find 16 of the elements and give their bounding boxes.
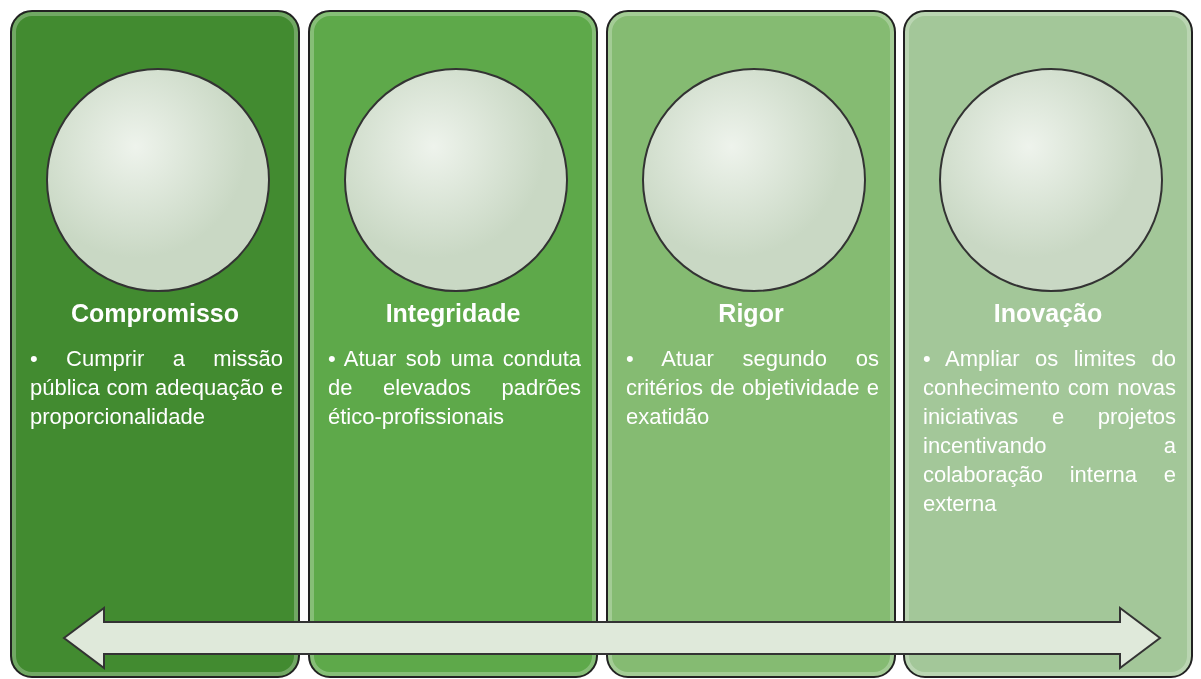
value-panel <box>10 10 300 678</box>
value-panel <box>308 10 598 678</box>
value-panel <box>606 10 896 678</box>
panel-title: Rigor <box>717 298 785 328</box>
circle <box>640 66 868 294</box>
circle <box>44 66 272 294</box>
panel-title: Inovação <box>992 298 1104 328</box>
panel-description: • Atuar sob uma conduta de elevados padrões ético-profissionais <box>328 346 581 429</box>
panel-title: Compromisso <box>69 298 241 328</box>
circle <box>342 66 570 294</box>
panel-title: Integridade <box>384 298 522 328</box>
circle <box>937 66 1165 294</box>
panel-description: • Atuar segundo os critérios de objetividade e exatidão <box>626 346 879 429</box>
value-panel <box>903 10 1193 678</box>
panel-description: • Cumprir a missão pública com adequação e proporcionalidade <box>30 346 283 429</box>
panel-description: • Ampliar os limites do conhecimento com novas iniciativas e projetos incentivando a colaboração interna e externa <box>923 346 1176 516</box>
